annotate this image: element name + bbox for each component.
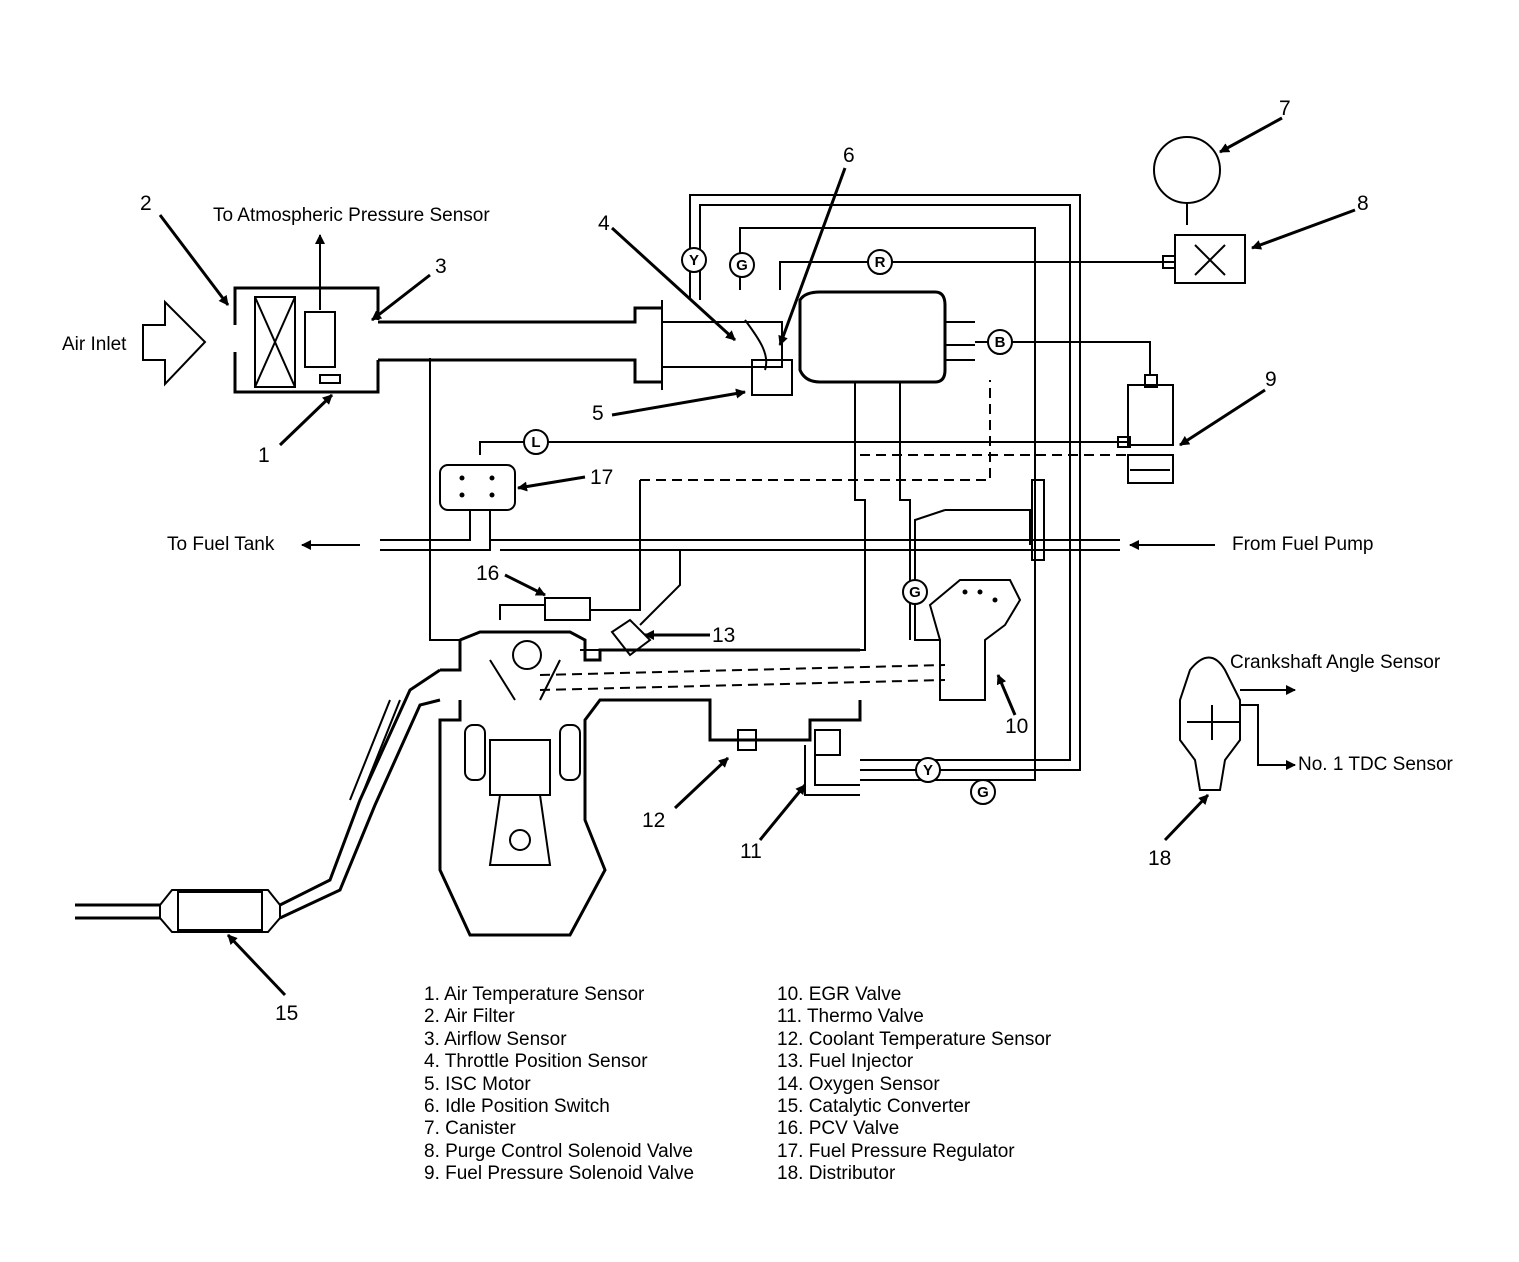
hose-tag-g2: G: [902, 579, 928, 605]
legend-item: 9. Fuel Pressure Solenoid Valve: [424, 1163, 694, 1184]
callout-13: 13: [712, 624, 735, 647]
callout-10: 10: [1005, 715, 1028, 738]
hose-tag-g1: G: [729, 252, 755, 278]
vacuum-hoses: [429, 194, 1175, 781]
callout-5: 5: [592, 402, 604, 425]
svg-text:L: L: [531, 434, 540, 451]
legend-item: 3. Airflow Sensor: [424, 1029, 567, 1050]
svg-text:R: R: [875, 254, 886, 271]
air-inlet-arrow: [142, 299, 207, 387]
legend-item: 12. Coolant Temperature Sensor: [777, 1029, 1052, 1050]
hose-tag-g3: G: [970, 779, 996, 805]
callout-18: 18: [1148, 847, 1171, 870]
callout-9: 9: [1265, 368, 1277, 391]
legend-item: 5. ISC Motor: [424, 1074, 531, 1095]
fuel-lines: [380, 380, 1130, 641]
callout-11: 11: [740, 840, 762, 863]
legend-item: 17. Fuel Pressure Regulator: [777, 1141, 1015, 1162]
engine-block: [438, 630, 946, 937]
exhaust-pipe: [75, 668, 441, 920]
legend-item: 15. Catalytic Converter: [777, 1096, 971, 1117]
legend-item: 10. EGR Valve: [777, 984, 901, 1005]
canister: [1153, 136, 1221, 225]
thermo-valve: [804, 729, 860, 796]
callout-1: 1: [258, 444, 270, 467]
svg-text:Y: Y: [689, 252, 699, 269]
to-fuel-tank-label: To Fuel Tank: [167, 534, 275, 555]
pcv-valve: [499, 597, 605, 621]
hose-tag-r: R: [867, 249, 893, 275]
legend-item: 1. Air Temperature Sensor: [424, 984, 645, 1005]
air-filter-housing: [233, 286, 380, 394]
to-atmospheric-label: To Atmospheric Pressure Sensor: [213, 205, 490, 226]
callout-8: 8: [1357, 192, 1369, 215]
callout-4: 4: [598, 212, 610, 235]
callout-3: 3: [435, 255, 447, 278]
callout-6: 6: [843, 144, 855, 167]
legend-item: 8. Purge Control Solenoid Valve: [424, 1141, 693, 1162]
callout-7: 7: [1279, 97, 1291, 120]
intake-tube: [378, 300, 793, 396]
tdc-sensor-label: No. 1 TDC Sensor: [1298, 754, 1454, 775]
callout-17: 17: [590, 466, 613, 489]
legend-item: 16. PCV Valve: [777, 1118, 899, 1139]
air-inlet-label: Air Inlet: [62, 334, 127, 355]
fuel-injector: [610, 618, 652, 657]
hose-tag-y2: Y: [915, 757, 941, 783]
callout-12: 12: [642, 809, 665, 832]
egr-valve: [928, 579, 1022, 701]
from-fuel-pump-label: From Fuel Pump: [1232, 534, 1373, 555]
catalytic-converter: [159, 889, 281, 933]
hose-tag-l: L: [523, 429, 549, 455]
surge-tank: [798, 290, 975, 384]
callout-16: 16: [476, 562, 499, 585]
legend-item: 6. Idle Position Switch: [424, 1096, 610, 1117]
legend-item: 2. Air Filter: [424, 1006, 515, 1027]
fuel-pressure-regulator: [439, 464, 516, 511]
callout-2: 2: [140, 192, 152, 215]
svg-text:B: B: [995, 334, 1006, 351]
legend-left: 1. Air Temperature Sensor 2. Air Filter …: [424, 984, 694, 1184]
svg-text:G: G: [909, 584, 921, 601]
hose-tag-b: B: [987, 329, 1013, 355]
svg-text:G: G: [736, 257, 748, 274]
fuel-pressure-solenoid: [1117, 374, 1174, 484]
coolant-temp-sensor: [737, 729, 757, 751]
svg-text:Y: Y: [923, 762, 933, 779]
callout-leaders: [158, 116, 1356, 997]
legend-right: 10. EGR Valve 11. Thermo Valve 12. Coola…: [777, 984, 1052, 1184]
purge-control-valve: [1162, 234, 1246, 284]
distributor: [1179, 656, 1296, 791]
legend-item: 7. Canister: [424, 1118, 517, 1139]
legend-item: 14. Oxygen Sensor: [777, 1074, 940, 1095]
legend-item: 18. Distributor: [777, 1163, 896, 1184]
crankshaft-angle-label: Crankshaft Angle Sensor: [1230, 652, 1441, 673]
hose-tag-y1: Y: [681, 247, 707, 273]
legend-item: 11. Thermo Valve: [777, 1006, 924, 1027]
legend-item: 4. Throttle Position Sensor: [424, 1051, 648, 1072]
callout-15: 15: [275, 1002, 298, 1025]
svg-text:G: G: [977, 784, 989, 801]
legend-item: 13. Fuel Injector: [777, 1051, 914, 1072]
